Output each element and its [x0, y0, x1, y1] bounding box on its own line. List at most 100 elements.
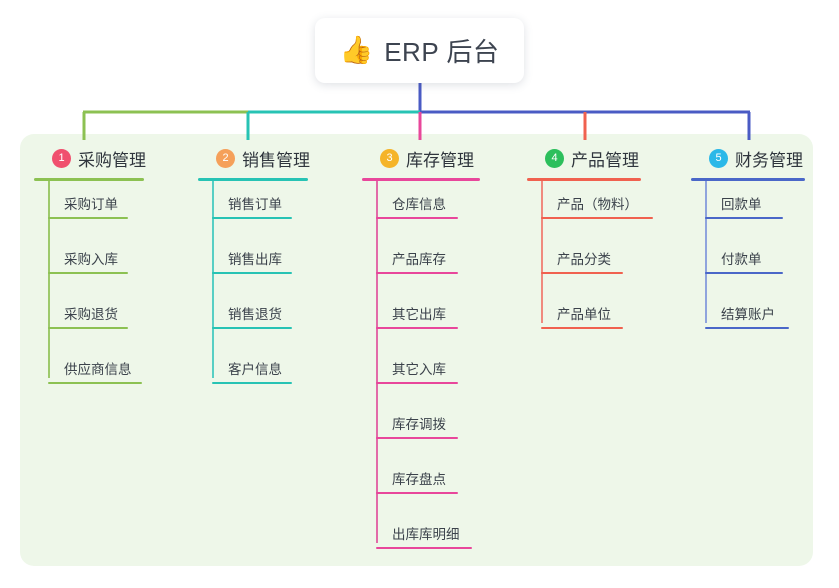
leaf-node-underline — [705, 272, 783, 274]
branch-column-1: 1 采购管理 采购订单采购入库采购退货供应商信息 — [34, 146, 146, 401]
branch-column-2: 2 销售管理 销售订单销售出库销售退货客户信息 — [198, 146, 310, 401]
leaf-node-underline — [376, 547, 472, 549]
leaf-node-label: 仓库信息 — [392, 197, 446, 212]
leaf-node-label: 其它入库 — [392, 362, 446, 377]
leaf-node-underline — [376, 217, 458, 219]
branch-underline — [527, 178, 641, 181]
branch-underline — [691, 178, 805, 181]
branch-underline — [362, 178, 480, 181]
branch-items-3: 仓库信息产品库存其它出库其它入库库存调拨库存盘点出库库明细 — [362, 181, 480, 566]
leaf-node-label: 出库库明细 — [392, 527, 460, 542]
leaf-node[interactable]: 出库库明细 — [362, 519, 472, 549]
branch-number-badge: 1 — [52, 148, 71, 168]
branch-header-4[interactable]: 4 产品管理 — [527, 146, 641, 170]
branch-header-2[interactable]: 2 销售管理 — [198, 146, 310, 170]
branch-items-1: 采购订单采购入库采购退货供应商信息 — [34, 181, 146, 401]
branch-items-5: 回款单付款单结算账户 — [691, 181, 805, 346]
leaf-node-underline — [376, 492, 458, 494]
branch-title: 财务管理 — [735, 150, 803, 170]
leaf-node[interactable]: 库存盘点 — [362, 464, 458, 494]
leaf-node-label: 销售退货 — [228, 307, 282, 322]
leaf-node-underline — [212, 382, 292, 384]
leaf-node[interactable]: 采购退货 — [34, 299, 128, 329]
leaf-node[interactable]: 付款单 — [691, 244, 783, 274]
leaf-node-label: 库存调拨 — [392, 417, 446, 432]
leaf-node-label: 产品库存 — [392, 252, 446, 267]
leaf-node[interactable]: 销售出库 — [198, 244, 292, 274]
branch-title: 采购管理 — [78, 150, 146, 170]
leaf-node-label: 采购订单 — [64, 197, 118, 212]
leaf-node-label: 库存盘点 — [392, 472, 446, 487]
page-title: ERP 后台 — [384, 37, 500, 67]
leaf-node-underline — [212, 327, 292, 329]
branch-items-4: 产品（物料） 产品分类产品单位 — [527, 181, 653, 346]
leaf-node[interactable]: 产品（物料） — [527, 189, 653, 219]
branch-header-5[interactable]: 5 财务管理 — [691, 146, 805, 170]
leaf-node-underline — [376, 327, 458, 329]
leaf-node-label: 付款单 — [721, 252, 762, 267]
branch-spine — [705, 181, 707, 323]
leaf-node-label: 回款单 — [721, 197, 762, 212]
leaf-node-underline — [376, 272, 458, 274]
branch-column-3: 3 库存管理 仓库信息产品库存其它出库其它入库库存调拨库存盘点出库库明细 — [362, 146, 480, 566]
leaf-node[interactable]: 销售退货 — [198, 299, 292, 329]
leaf-node-label: 结算账户 — [721, 307, 775, 322]
leaf-node-underline — [48, 217, 128, 219]
branch-title: 库存管理 — [406, 150, 474, 170]
leaf-node[interactable]: 产品库存 — [362, 244, 458, 274]
leaf-node-label: 产品单位 — [557, 307, 611, 322]
leaf-node-underline — [48, 382, 142, 384]
leaf-node-underline — [48, 272, 128, 274]
branch-column-5: 5 财务管理 回款单付款单结算账户 — [691, 146, 805, 346]
leaf-node[interactable]: 结算账户 — [691, 299, 789, 329]
branch-number-badge: 4 — [545, 148, 564, 168]
root-node-card[interactable]: 👍 ERP 后台 — [315, 18, 524, 83]
leaf-node[interactable]: 产品分类 — [527, 244, 623, 274]
branch-header-1[interactable]: 1 采购管理 — [34, 146, 146, 170]
leaf-node-label: 采购退货 — [64, 307, 118, 322]
leaf-node-underline — [376, 382, 458, 384]
leaf-node-label: 销售订单 — [228, 197, 282, 212]
leaf-node[interactable]: 销售订单 — [198, 189, 292, 219]
leaf-node[interactable]: 库存调拨 — [362, 409, 458, 439]
connector-lines — [82, 83, 751, 140]
leaf-node-label: 采购入库 — [64, 252, 118, 267]
branch-header-3[interactable]: 3 库存管理 — [362, 146, 480, 170]
leaf-node-label: 产品分类 — [557, 252, 611, 267]
branch-spine — [376, 181, 378, 543]
leaf-node-underline — [48, 327, 128, 329]
branch-spine — [48, 181, 50, 378]
leaf-node-label: 客户信息 — [228, 362, 282, 377]
leaf-node-label: 其它出库 — [392, 307, 446, 322]
branch-title: 销售管理 — [242, 150, 310, 170]
branch-number-badge: 2 — [216, 148, 235, 168]
leaf-node-underline — [541, 217, 653, 219]
leaf-node-underline — [376, 437, 458, 439]
leaf-node[interactable]: 回款单 — [691, 189, 783, 219]
leaf-node-label: 供应商信息 — [64, 362, 132, 377]
thumbs-up-icon: 👍 — [339, 35, 374, 65]
branch-spine — [212, 181, 214, 378]
leaf-node[interactable]: 其它入库 — [362, 354, 458, 384]
leaf-node-label: 销售出库 — [228, 252, 282, 267]
branch-title: 产品管理 — [571, 150, 639, 170]
branch-underline — [198, 178, 308, 181]
branch-underline — [34, 178, 144, 181]
branch-column-4: 4 产品管理 产品（物料） 产品分类产品单位 — [527, 146, 653, 346]
branch-number-badge: 3 — [380, 148, 399, 168]
leaf-node[interactable]: 其它出库 — [362, 299, 458, 329]
leaf-node-underline — [212, 217, 292, 219]
leaf-node[interactable]: 仓库信息 — [362, 189, 458, 219]
leaf-node[interactable]: 采购订单 — [34, 189, 128, 219]
leaf-node-underline — [212, 272, 292, 274]
branch-spine — [541, 181, 543, 323]
leaf-node-underline — [541, 327, 623, 329]
leaf-node-underline — [705, 327, 789, 329]
leaf-node[interactable]: 供应商信息 — [34, 354, 142, 384]
diagram-panel — [20, 134, 813, 566]
leaf-node-underline — [541, 272, 623, 274]
leaf-node[interactable]: 采购入库 — [34, 244, 128, 274]
leaf-node[interactable]: 产品单位 — [527, 299, 623, 329]
leaf-node[interactable]: 客户信息 — [198, 354, 292, 384]
